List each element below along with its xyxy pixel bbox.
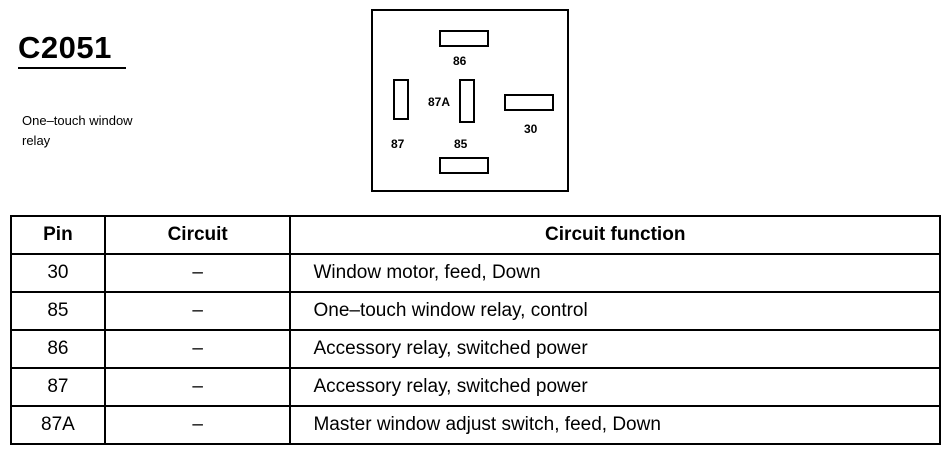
table-row: 85 – One–touch window relay, control bbox=[10, 291, 941, 331]
connector-id: C2051 bbox=[18, 30, 112, 65]
table-row: 87A – Master window adjust switch, feed,… bbox=[10, 405, 941, 445]
cell-function: Accessory relay, switched power bbox=[289, 329, 941, 369]
cell-function: One–touch window relay, control bbox=[289, 291, 941, 331]
cell-pin: 87 bbox=[10, 367, 106, 407]
header-circuit-function: Circuit function bbox=[289, 215, 941, 255]
table-row: 86 – Accessory relay, switched power bbox=[10, 329, 941, 369]
cell-pin: 87A bbox=[10, 405, 106, 445]
pin-30-terminal bbox=[504, 94, 554, 111]
cell-circuit: – bbox=[103, 405, 292, 445]
pin-30-label: 30 bbox=[524, 122, 538, 136]
pin-87-terminal bbox=[393, 79, 409, 120]
cell-function: Accessory relay, switched power bbox=[289, 367, 941, 407]
cell-circuit: – bbox=[103, 329, 292, 369]
pin-85-terminal bbox=[459, 79, 475, 123]
cell-circuit: – bbox=[103, 253, 292, 293]
description-line: relay bbox=[22, 133, 51, 148]
cell-function: Master window adjust switch, feed, Down bbox=[289, 405, 941, 445]
cell-pin: 30 bbox=[10, 253, 106, 293]
connector-description: One–touch window relay bbox=[22, 111, 133, 151]
table-header-row: Pin Circuit Circuit function bbox=[10, 215, 941, 255]
header-circuit: Circuit bbox=[103, 215, 292, 255]
description-line: One–touch window bbox=[22, 113, 133, 128]
pin-85-label: 85 bbox=[454, 137, 468, 151]
pin-table: Pin Circuit Circuit function 30 – Window… bbox=[10, 215, 941, 445]
connector-face-diagram: 86 87 87A 85 30 bbox=[371, 9, 569, 192]
pin-terminal-bottom bbox=[439, 157, 489, 174]
cell-pin: 85 bbox=[10, 291, 106, 331]
pin-87-label: 87 bbox=[391, 137, 405, 151]
header-pin: Pin bbox=[10, 215, 106, 255]
cell-function: Window motor, feed, Down bbox=[289, 253, 941, 293]
pin-87a-label: 87A bbox=[428, 95, 451, 109]
pin-86-terminal bbox=[439, 30, 489, 47]
table-row: 30 – Window motor, feed, Down bbox=[10, 253, 941, 293]
table-row: 87 – Accessory relay, switched power bbox=[10, 367, 941, 407]
cell-pin: 86 bbox=[10, 329, 106, 369]
cell-circuit: – bbox=[103, 367, 292, 407]
cell-circuit: – bbox=[103, 291, 292, 331]
title-underline bbox=[18, 67, 126, 69]
pin-86-label: 86 bbox=[453, 54, 467, 68]
